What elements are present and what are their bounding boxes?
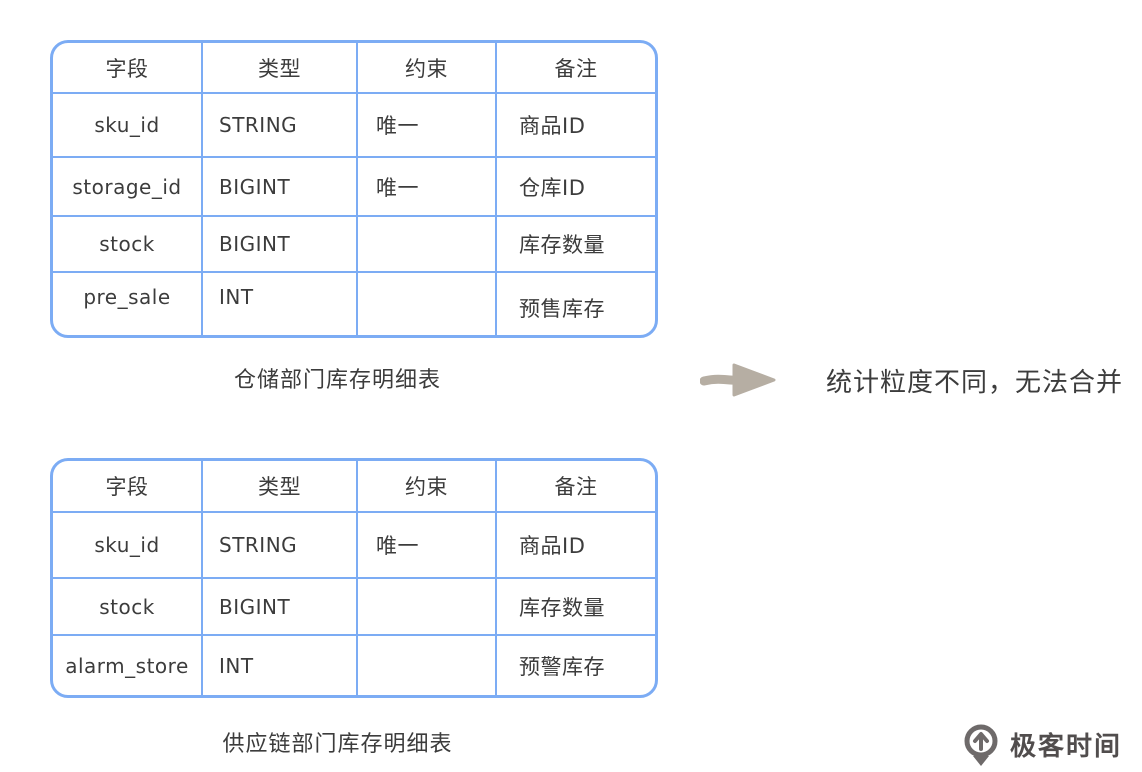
right-arrow-icon: [699, 360, 780, 402]
field-type-cell: INT: [203, 273, 358, 335]
remark-cell: 仓库ID: [497, 158, 655, 217]
field-name-cell: sku_id: [53, 513, 203, 579]
field-name-cell: stock: [53, 579, 203, 636]
field-type-cell: STRING: [203, 513, 358, 579]
remark-cell: 商品ID: [497, 513, 655, 579]
field-name-cell: pre_sale: [53, 273, 203, 335]
field-type-cell: BIGINT: [203, 158, 358, 217]
table-caption-supplychain: 供应链部门库存明细表: [222, 732, 453, 757]
remark-cell: 商品ID: [497, 94, 655, 158]
field-type-cell: BIGINT: [203, 579, 358, 636]
field-type-cell: STRING: [203, 94, 358, 158]
column-header: 类型: [203, 43, 358, 94]
field-type-cell: INT: [203, 636, 358, 695]
remark-cell: 库存数量: [497, 579, 655, 636]
schema-table-supplychain: 字段 类型 约束 备注 sku_id STRING 唯一 商品ID stock …: [50, 458, 658, 698]
field-name-cell: stock: [53, 217, 203, 273]
geektime-logo-icon: [960, 722, 1002, 772]
column-header: 备注: [497, 461, 655, 513]
constraint-cell: 唯一: [358, 513, 497, 579]
constraint-cell: [358, 217, 497, 273]
field-type-cell: BIGINT: [203, 217, 358, 273]
field-name-cell: alarm_store: [53, 636, 203, 695]
schema-table-warehouse: 字段 类型 约束 备注 sku_id STRING 唯一 商品ID storag…: [50, 40, 658, 338]
constraint-cell: 唯一: [358, 94, 497, 158]
column-header: 字段: [53, 43, 203, 94]
column-header: 备注: [497, 43, 655, 94]
remark-cell: 预警库存: [519, 654, 605, 679]
field-name-cell: sku_id: [53, 94, 203, 158]
constraint-cell: [358, 636, 497, 695]
geektime-logo: 极客时间: [960, 722, 1122, 772]
column-header: 约束: [358, 461, 497, 513]
column-header: 类型: [203, 461, 358, 513]
column-header: 约束: [358, 43, 497, 94]
table-caption-warehouse: 仓储部门库存明细表: [233, 368, 441, 393]
constraint-cell: 唯一: [358, 158, 497, 217]
remark-cell: 库存数量: [497, 217, 655, 273]
remark-cell: 预售库存: [519, 297, 605, 321]
column-header: 字段: [53, 461, 203, 513]
field-name-cell: storage_id: [53, 158, 203, 217]
constraint-cell: [358, 273, 497, 335]
constraint-cell: [358, 579, 497, 636]
geektime-logo-text: 极客时间: [1010, 732, 1123, 762]
annotation-text: 统计粒度不同，无法合并: [826, 368, 1124, 398]
